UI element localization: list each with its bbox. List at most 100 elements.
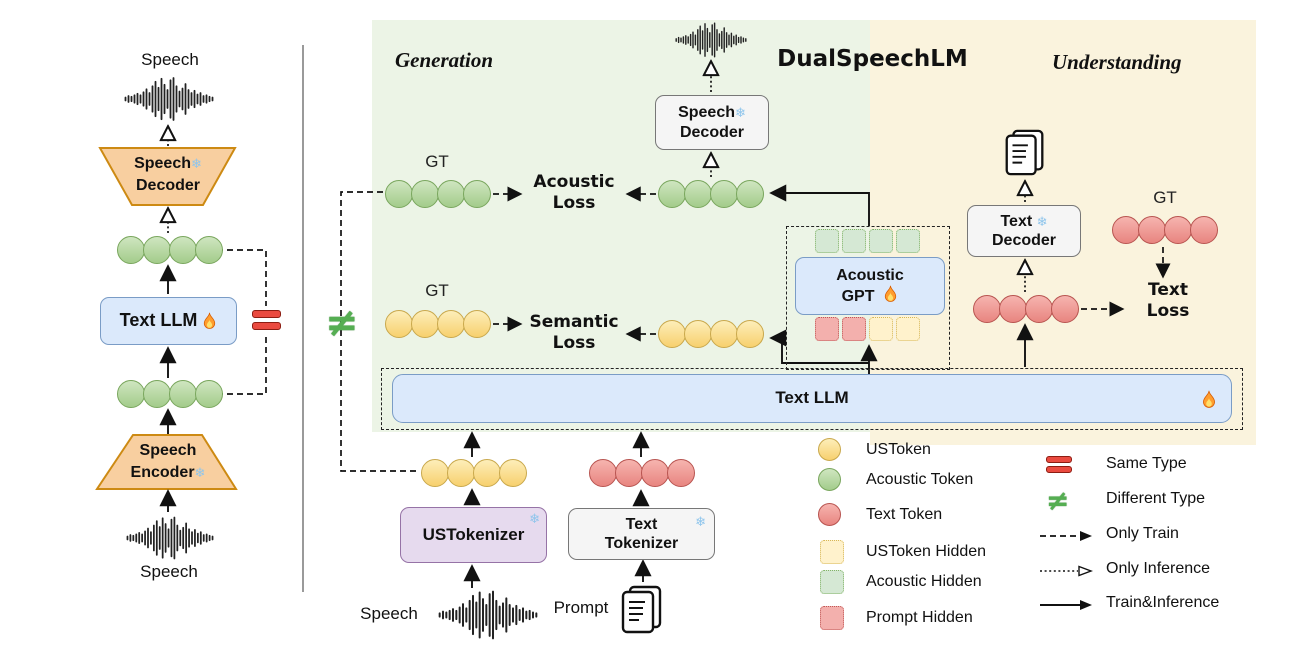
- prompt-input-label: Prompt: [553, 598, 609, 617]
- predicted-ustoken-row: [658, 320, 764, 348]
- acoustic-token: [463, 180, 491, 208]
- snowflake-icon: ❄: [1036, 213, 1048, 229]
- legend-train-inference-label: Train&Inference: [1106, 594, 1220, 611]
- acoustic-token: [169, 236, 197, 264]
- text-loss-label: Text Loss: [1146, 280, 1190, 322]
- acoustic-token: [195, 236, 223, 264]
- ustoken: [658, 320, 686, 348]
- ustoken: [736, 320, 764, 348]
- text-token: [1138, 216, 1166, 244]
- ustoken: [499, 459, 527, 487]
- gt-ustoken-row: [385, 310, 491, 338]
- acoustic-token: [411, 180, 439, 208]
- text-token: [973, 295, 1001, 323]
- text-token: [667, 459, 695, 487]
- text-tokenizer-box: Text Tokenizer ❄: [568, 508, 715, 560]
- legend-train-inference-icon: [1040, 600, 1092, 610]
- snowflake-icon: ❄: [695, 514, 706, 529]
- legend-ustoken-hidden-label: USToken Hidden: [866, 543, 987, 560]
- gt-acoustic-token-row: [385, 180, 491, 208]
- acoustic-token: [710, 180, 738, 208]
- prompt-docs-icon: [621, 585, 662, 634]
- left-text-llm-box: Text LLM: [100, 297, 237, 345]
- gt-text-token-row: [1112, 216, 1218, 244]
- predicted-acoustic-token-row: [658, 180, 764, 208]
- left-top-waveform-icon: [124, 77, 214, 121]
- acoustic-hidden-square: [869, 229, 893, 253]
- ustokenizer-box: USTokenizer ❄: [400, 507, 547, 563]
- left-bottom-waveform-icon: [126, 516, 214, 560]
- text-decoder-box: Text ❄ Decoder: [967, 205, 1081, 257]
- prompt-hidden-square: [842, 317, 866, 341]
- predicted-text-token-row: [973, 295, 1079, 323]
- legend-only-train-icon: [1040, 531, 1092, 541]
- acoustic-token: [684, 180, 712, 208]
- snowflake-icon: ❄: [191, 156, 202, 171]
- legend-ustoken-label: USToken: [866, 441, 931, 458]
- acoustic-token: [117, 380, 145, 408]
- legend-different-type-label: Different Type: [1106, 490, 1206, 507]
- left-speech-encoder-label: Speech Encoder❄: [130, 442, 206, 481]
- text-token: [1190, 216, 1218, 244]
- gen-speech-decoder-box: Speech❄ Decoder: [655, 95, 769, 150]
- prompt-hidden-square: [815, 317, 839, 341]
- legend-text-token-icon: [818, 503, 841, 526]
- acoustic-hidden-square: [815, 229, 839, 253]
- text-llm-bar: Text LLM: [392, 374, 1232, 423]
- gt-semantic-label: GT: [425, 281, 449, 300]
- acoustic-token: [658, 180, 686, 208]
- acoustic-hidden-square: [842, 229, 866, 253]
- understanding-title: Understanding: [1052, 50, 1182, 74]
- generation-title: Generation: [395, 48, 494, 72]
- acoustic-hidden-row: [815, 229, 923, 253]
- legend-same-type-label: Same Type: [1106, 455, 1187, 472]
- legend-ustoken-icon: [818, 438, 841, 461]
- ustoken-hidden-square: [869, 317, 893, 341]
- acoustic-loss-label: Acoustic Loss: [533, 172, 615, 214]
- fire-icon: [883, 285, 898, 303]
- text-token: [1051, 295, 1079, 323]
- ustoken: [437, 310, 465, 338]
- gt-acoustic-label: GT: [425, 152, 449, 171]
- speech-input-waveform-icon: [438, 590, 538, 640]
- left-speech-top-label: Speech: [141, 50, 199, 69]
- acoustic-token: [143, 380, 171, 408]
- legend-different-type-icon: ≠: [1046, 484, 1070, 517]
- acoustic-hidden-square: [896, 229, 920, 253]
- acoustic-token: [143, 236, 171, 264]
- left-acoustic-token-row-bottom: [117, 380, 223, 408]
- input-ustoken-row: [421, 459, 527, 487]
- legend-only-inference-label: Only Inference: [1106, 560, 1211, 577]
- model-title: DualSpeechLM: [777, 46, 968, 72]
- legend-prompt-hidden-icon: [820, 606, 844, 630]
- ustoken: [421, 459, 449, 487]
- legend-ustoken-hidden-icon: [820, 540, 844, 564]
- text-token: [641, 459, 669, 487]
- acoustic-token: [437, 180, 465, 208]
- acoustic-gpt-box: Acoustic GPT: [795, 257, 945, 315]
- snowflake-icon: ❄: [735, 105, 746, 121]
- legend-acoustic-hidden-icon: [820, 570, 844, 594]
- ustoken-hidden-square: [896, 317, 920, 341]
- ustoken: [411, 310, 439, 338]
- speech-input-label: Speech: [360, 604, 418, 623]
- acoustic-token: [169, 380, 197, 408]
- legend-prompt-hidden-label: Prompt Hidden: [866, 609, 973, 626]
- acoustic-token: [736, 180, 764, 208]
- snowflake-icon: ❄: [194, 464, 206, 480]
- ustoken: [710, 320, 738, 348]
- text-token: [1025, 295, 1053, 323]
- text-token: [589, 459, 617, 487]
- left-speech-bottom-label: Speech: [140, 562, 198, 581]
- text-token: [615, 459, 643, 487]
- fire-icon: [202, 312, 217, 330]
- acoustic-token: [195, 380, 223, 408]
- acoustic-token: [385, 180, 413, 208]
- acoustic-token: [117, 236, 145, 264]
- ustoken: [463, 310, 491, 338]
- semantic-loss-label: Semantic Loss: [529, 312, 619, 354]
- text-llm-dashed-container: [381, 368, 1243, 430]
- left-speech-decoder-label: Speech❄ Decoder: [134, 155, 202, 194]
- acoustic-gpt-dashed-container: [786, 226, 950, 370]
